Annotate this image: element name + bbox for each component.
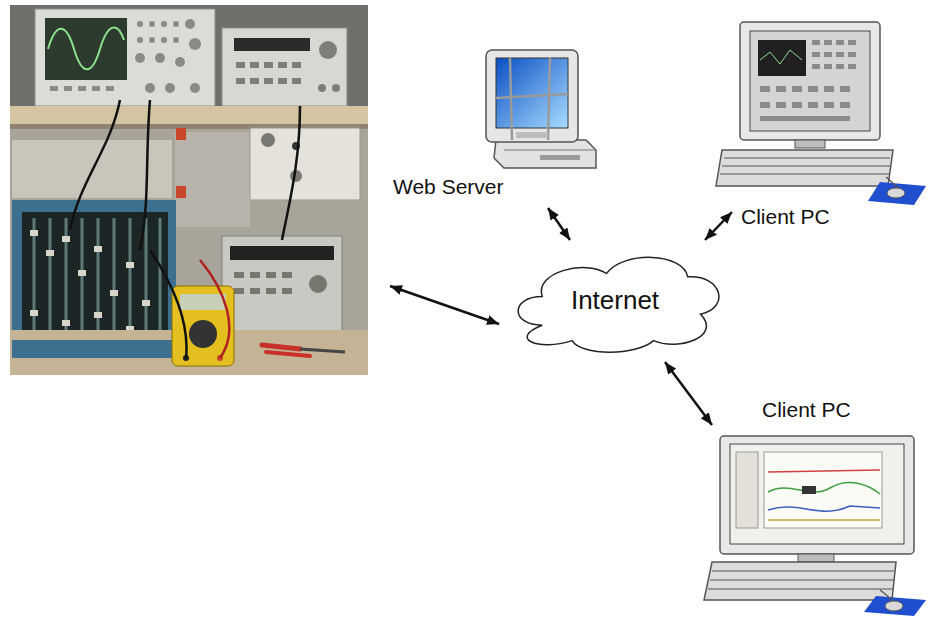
lab-photo xyxy=(10,5,368,375)
client-node: Client PC xyxy=(718,396,926,615)
link-arrow xyxy=(665,362,712,425)
client-pc-icon xyxy=(716,22,926,205)
node-label: Client PC xyxy=(762,398,851,422)
node-label: Internet xyxy=(571,286,659,316)
link-arrow xyxy=(705,212,732,240)
server-icon xyxy=(486,50,596,168)
node-label: Web Server xyxy=(393,175,504,199)
node-label: Client PC xyxy=(741,205,830,229)
client-pc-icon xyxy=(704,436,926,616)
internet-cloud: Internet xyxy=(508,246,722,356)
server-node: Web Server xyxy=(393,45,595,202)
client-node: Client PC xyxy=(738,15,928,232)
link-arrow xyxy=(548,208,570,240)
lab-link-arrow xyxy=(390,286,499,324)
